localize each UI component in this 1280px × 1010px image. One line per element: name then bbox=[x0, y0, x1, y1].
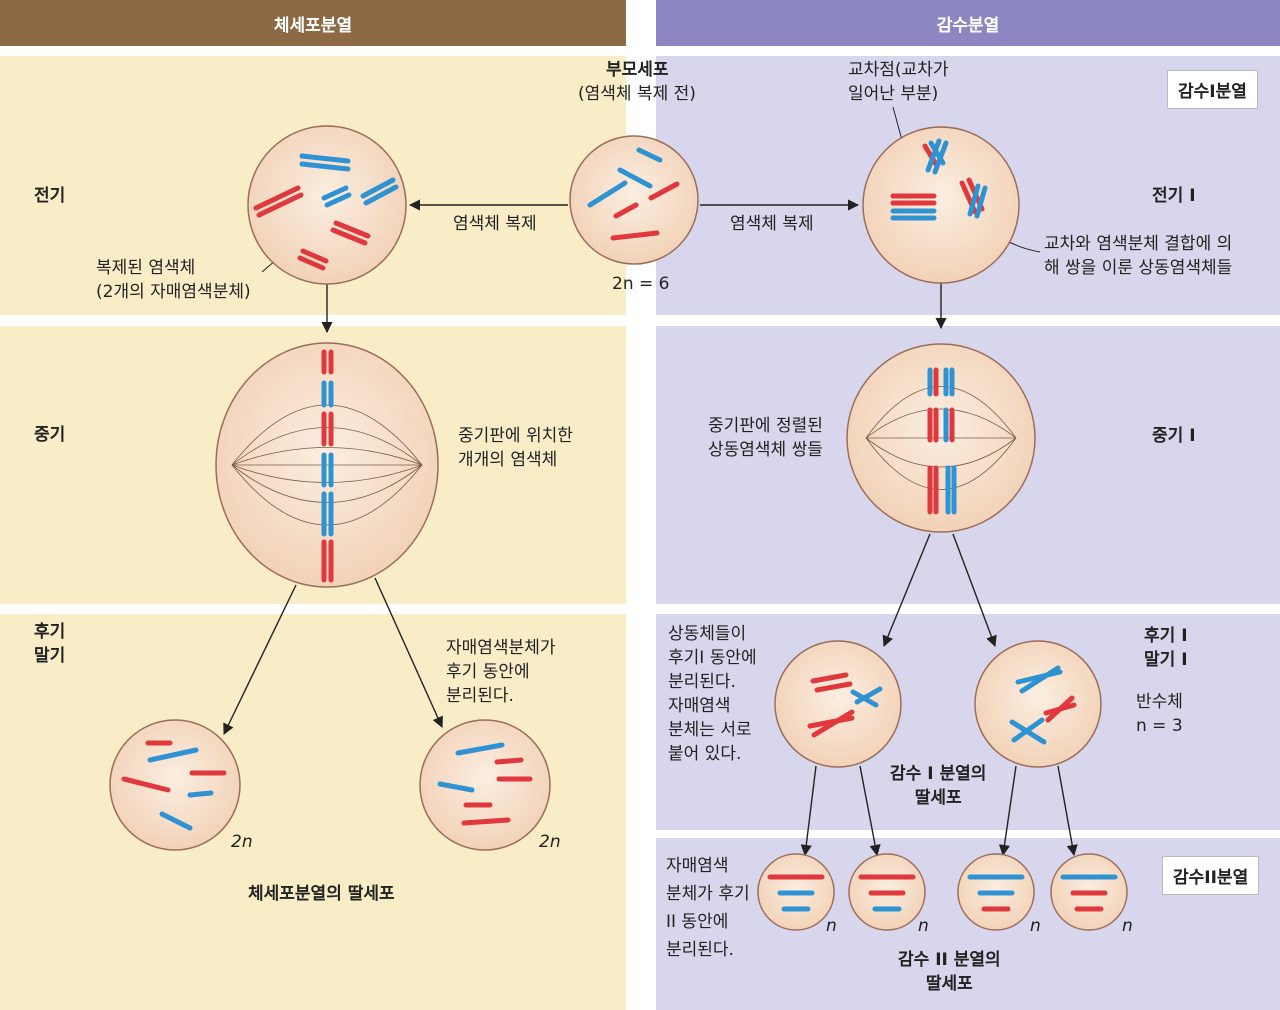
cell-meiosis2-daughter-3 bbox=[957, 853, 1035, 931]
arrow-to-daughter-right bbox=[374, 577, 443, 729]
label-metaphase-note: 중기판에 위치한 개개의 염색체 bbox=[458, 426, 573, 470]
cell-meiosis-prophase1 bbox=[862, 126, 1020, 284]
cell-mitosis-metaphase bbox=[215, 342, 439, 588]
cell-meiosis2-daughter-1 bbox=[757, 853, 835, 931]
meiosis-header: 감수분열 bbox=[656, 0, 1280, 46]
mitosis-header: 체세포분열 bbox=[0, 0, 626, 46]
arrow-m2-1 bbox=[800, 765, 817, 857]
arrows bbox=[223, 199, 1078, 857]
cell-meiosis2-daughter-2 bbox=[848, 853, 926, 931]
label-parent-subtitle: (염색체 복제 전) bbox=[578, 84, 696, 104]
label-chiasma: 교차점(교차가 일어난 부분) bbox=[848, 60, 949, 104]
label-replication-left: 염색체 복제 bbox=[453, 214, 537, 234]
label-haploid: 반수체 n = 3 bbox=[1136, 692, 1183, 736]
arrow-to-daughter-left bbox=[223, 584, 297, 736]
meiosis-panel-anaphase1 bbox=[656, 614, 1280, 830]
label-n-3: n bbox=[1030, 916, 1041, 936]
cell-mitosis-daughter-right bbox=[419, 719, 551, 851]
label-anaphase-telophase: 후기 말기 bbox=[34, 622, 66, 666]
label-meiosis1-daughters: 감수 I 분열의 딸세포 bbox=[890, 764, 987, 808]
label-meiosis2-daughters: 감수 II 분열의 딸세포 bbox=[898, 950, 1001, 994]
arrow-m2-4 bbox=[1057, 765, 1078, 857]
label-prophase1: 전기 I bbox=[1152, 186, 1196, 206]
arrow-to-anaphase1-left bbox=[882, 533, 931, 648]
label-n-1: n bbox=[826, 916, 837, 936]
label-mitosis-daughters: 체세포분열의 딸세포 bbox=[248, 884, 395, 904]
cell-mitosis-daughter-left bbox=[109, 719, 241, 851]
cell-meiosis-metaphase1 bbox=[846, 343, 1036, 533]
label-metaphase1: 중기 I bbox=[1152, 426, 1196, 446]
cell-meiosis1-daughter-left bbox=[774, 640, 902, 768]
label-daughter-right-ploidy: 2n bbox=[539, 832, 561, 852]
arrow-m2-2 bbox=[859, 765, 881, 857]
label-anaphase1: 후기 I 말기 I bbox=[1144, 626, 1188, 670]
cell-mitosis-prophase bbox=[247, 125, 407, 285]
cell-parent bbox=[569, 135, 699, 265]
label-anaphase1-note: 상동체들이 후기I 동안에 분리된다. 자매염색 분체는 서로 붙어 있다. bbox=[668, 624, 757, 764]
label-sister-separate: 자매염색분체가 후기 동안에 분리된다. bbox=[446, 638, 556, 706]
label-prophase: 전기 bbox=[34, 186, 66, 206]
label-parent-title: 부모세포 bbox=[606, 60, 669, 80]
arrow-m2-3 bbox=[998, 765, 1017, 857]
label-parent-ploidy: 2n = 6 bbox=[612, 274, 670, 294]
label-anaphase2-note: 자매염색 분체가 후기 II 동안에 분리된다. bbox=[666, 856, 750, 960]
arrow-to-anaphase1-right bbox=[952, 533, 997, 648]
label-tetrad-note: 교차와 염색분체 결합에 의 해 쌍을 이룬 상동염색체들 bbox=[1044, 234, 1233, 278]
label-metaphase: 중기 bbox=[34, 425, 66, 445]
cell-meiosis1-daughter-right bbox=[974, 640, 1102, 768]
label-daughter-left-ploidy: 2n bbox=[231, 832, 253, 852]
label-replication-right: 염색체 복제 bbox=[730, 214, 814, 234]
label-duplicated-chromosome: 복제된 염색체 (2개의 자매염색분체) bbox=[96, 258, 251, 302]
box-meiosis2: 감수II분열 bbox=[1162, 856, 1260, 895]
label-n-4: n bbox=[1122, 916, 1133, 936]
label-metaphase1-note: 중기판에 정렬된 상동염색체 쌍들 bbox=[708, 416, 823, 460]
label-n-2: n bbox=[918, 916, 929, 936]
box-meiosis1: 감수I분열 bbox=[1167, 70, 1258, 109]
cell-meiosis2-daughter-4 bbox=[1050, 853, 1128, 931]
